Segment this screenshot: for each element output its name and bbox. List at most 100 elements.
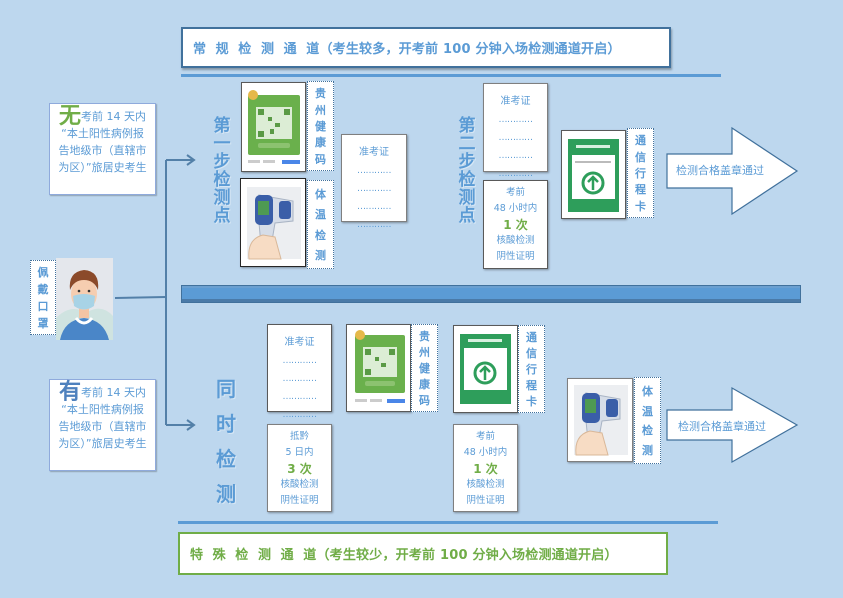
itinerary-char: 行 — [526, 363, 537, 376]
nat-line: 阴性证明 — [496, 251, 535, 262]
ticket-line: ………… — [357, 184, 392, 194]
condition-with-line3: 告地级市（直辖市 — [58, 420, 147, 433]
nat-line: 抵黔 — [289, 431, 309, 442]
ticket-line: ………… — [498, 115, 534, 125]
health-code-image-special — [346, 324, 411, 412]
temperature-label-special: 体 温 检 测 — [634, 377, 661, 464]
health-code-char: 贵 — [419, 330, 430, 343]
step1-label: 第 一 步 检 测 点 — [210, 117, 234, 225]
health-code-char: 码 — [315, 152, 326, 166]
nat-line: 核酸检测 — [496, 235, 535, 246]
special-pass-arrow-shape — [666, 386, 799, 464]
admission-ticket-special: 准考证 ………… ………… ………… ………… — [267, 324, 332, 420]
nat-times: 1 次 — [473, 462, 498, 476]
mask-char: 口 — [37, 299, 49, 313]
bottom-divider-line — [178, 521, 718, 524]
simul-char: 同 — [216, 377, 236, 401]
step2-char: 步 — [458, 152, 476, 172]
admission-ticket-step2: 准考证 ………… ………… ………… ………… — [483, 83, 548, 179]
simultaneous-label: 同 时 检 测 — [212, 372, 240, 512]
temperature-char: 温 — [315, 208, 326, 222]
branch-bottom-arrowhead — [186, 419, 196, 431]
nat-line: 阴性证明 — [280, 495, 319, 506]
special-channel-banner: 特 殊 检 测 通 道（考生较少，开考前 100 分钟入场检测通道开启） — [178, 532, 668, 575]
ticket-title: 准考证 — [359, 147, 389, 158]
step2-char: 点 — [458, 206, 476, 226]
itinerary-char: 卡 — [635, 199, 646, 213]
itinerary-char: 信 — [635, 150, 646, 164]
itinerary-char: 程 — [635, 183, 646, 197]
itinerary-label: 通 信 行 程 卡 — [627, 128, 654, 218]
health-code-char: 康 — [419, 378, 430, 391]
branch-top-arrowhead — [186, 154, 196, 166]
itinerary-char: 信 — [526, 347, 537, 360]
admission-ticket-step1: 准考证 ………… ………… ………… ………… — [341, 134, 407, 230]
regular-pass-label: 检测合格盖章通过 — [676, 164, 764, 177]
itinerary-card-image — [561, 130, 626, 219]
step1-char: 第 — [213, 116, 231, 136]
condition-with-line1: 考前 14 天内 — [81, 386, 146, 399]
nat-line: 48 小时内 — [493, 203, 538, 214]
step2-label: 第 二 步 检 测 点 — [455, 117, 479, 225]
ticket-line: ………… — [498, 151, 534, 161]
nat-line: 阴性证明 — [466, 495, 505, 506]
condition-without-line3: 告地级市（直辖市 — [58, 144, 147, 157]
prefix-without: 无 — [58, 104, 81, 129]
regular-pass-arrow-shape — [666, 126, 799, 216]
mask-char: 戴 — [37, 283, 49, 297]
step1-char: 测 — [213, 188, 231, 208]
mask-char: 佩 — [37, 266, 49, 280]
temperature-char: 检 — [642, 424, 653, 438]
condition-with-line4: 为区）”旅居史考生 — [58, 437, 147, 450]
mask-label: 佩 戴 口 罩 — [30, 260, 56, 335]
nat-times: 1 次 — [503, 218, 528, 232]
health-code-char: 贵 — [315, 87, 326, 101]
health-code-label: 贵 州 健 康 码 — [307, 81, 334, 171]
itinerary-char: 通 — [526, 331, 537, 344]
health-code-char: 健 — [419, 362, 430, 375]
nat-times: 3 次 — [287, 462, 312, 476]
temperature-char: 体 — [315, 188, 326, 202]
nat-line: 48 小时内 — [463, 447, 508, 458]
step2-char: 检 — [458, 170, 476, 190]
thermometer-image — [240, 178, 306, 267]
ticket-title: 准考证 — [500, 96, 531, 107]
mask-char: 罩 — [37, 316, 49, 330]
ticket-line: ………… — [282, 410, 318, 420]
health-code-char: 州 — [315, 103, 326, 117]
step2-char: 二 — [458, 134, 476, 154]
nat-line: 核酸检测 — [466, 479, 505, 490]
condition-without-line1: 考前 14 天内 — [81, 110, 146, 123]
itinerary-char: 程 — [526, 379, 537, 392]
temperature-char: 测 — [642, 444, 653, 458]
health-code-label-special: 贵 州 健 康 码 — [411, 324, 438, 412]
ticket-line: ………… — [282, 374, 318, 384]
simul-char: 检 — [216, 447, 236, 471]
ticket-line: ………… — [282, 356, 318, 366]
temperature-label: 体 温 检 测 — [307, 180, 334, 269]
special-channel-title: 特 殊 检 测 通 道（考生较少，开考前 100 分钟入场检测通道开启） — [190, 548, 618, 563]
health-code-char: 康 — [315, 136, 326, 150]
ticket-line: ………… — [357, 202, 392, 212]
masked-student-image — [56, 258, 113, 340]
condition-without-line2: “本土阳性病例报 — [61, 127, 144, 140]
nat-line: 考前 — [505, 187, 525, 198]
thermometer-image-special — [567, 378, 633, 462]
temperature-char: 检 — [315, 228, 326, 242]
condition-without-line4: 为区）”旅居史考生 — [58, 161, 147, 174]
temperature-char: 测 — [315, 248, 326, 262]
step1-char: 一 — [213, 134, 231, 154]
itinerary-char: 行 — [635, 166, 646, 180]
step1-char: 点 — [213, 206, 231, 226]
simul-char: 测 — [216, 482, 236, 506]
step2-char: 第 — [458, 116, 476, 136]
nat-proof-48h-special: 考前 48 小时内 1 次 核酸检测 阴性证明 — [453, 424, 518, 512]
ticket-title: 准考证 — [284, 337, 315, 348]
itinerary-char: 卡 — [526, 395, 537, 408]
prefix-with: 有 — [58, 380, 81, 405]
regular-channel-title: 常 规 检 测 通 道（考生较多，开考前 100 分钟入场检测通道开启） — [193, 42, 621, 57]
condition-box-without: 无考前 14 天内 “本土阳性病例报 告地级市（直辖市 为区）”旅居史考生 — [49, 103, 156, 195]
step2-char: 测 — [458, 188, 476, 208]
step1-char: 检 — [213, 170, 231, 190]
